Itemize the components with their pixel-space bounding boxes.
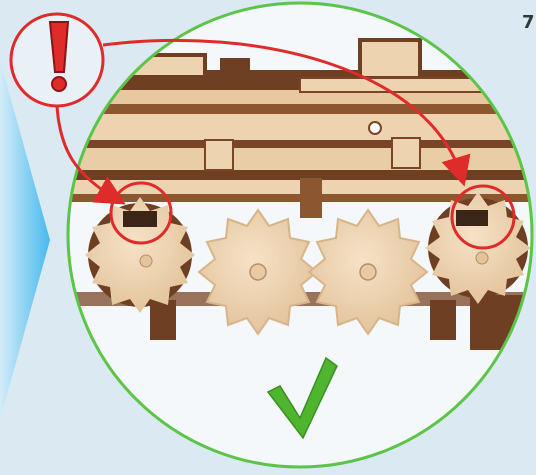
warning-badge <box>11 14 103 106</box>
step-arrow-icon <box>0 60 50 420</box>
step-number: 7 <box>522 14 535 32</box>
exclamation-mark-icon <box>50 22 68 91</box>
